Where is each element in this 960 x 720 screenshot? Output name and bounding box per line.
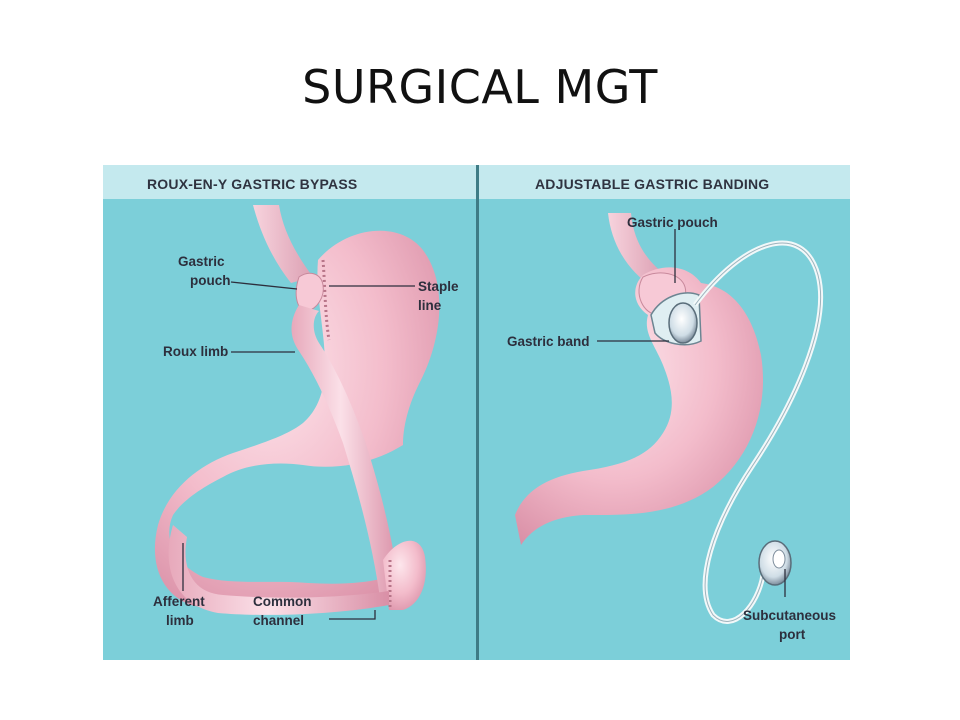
band-buckle xyxy=(668,302,698,344)
leader-common-channel xyxy=(329,610,376,620)
left-panel-heading: ROUX-EN-Y GASTRIC BYPASS xyxy=(147,176,357,192)
label-roux-limb: Roux limb xyxy=(163,344,228,359)
esophagus-right xyxy=(608,213,663,280)
label-gastric-pouch-left-2: pouch xyxy=(190,273,231,288)
common-channel xyxy=(383,540,426,610)
afferent-limb xyxy=(168,525,389,615)
label-gastric-pouch-right: Gastric pouch xyxy=(627,215,718,230)
label-subcutaneous-port-2: port xyxy=(779,627,806,642)
gastric-banding-illustration xyxy=(515,213,824,624)
band-tubing-outline xyxy=(694,242,822,622)
label-gastric-pouch-left-1: Gastric xyxy=(178,254,225,269)
label-common-channel-2: channel xyxy=(253,613,304,628)
surgery-illustration: ROUX-EN-Y GASTRIC BYPASS ADJUSTABLE GAST… xyxy=(103,165,850,660)
panel-divider xyxy=(476,165,479,660)
label-gastric-band: Gastric band xyxy=(507,334,590,349)
label-staple-line-2: line xyxy=(418,298,442,313)
right-panel-heading: ADJUSTABLE GASTRIC BANDING xyxy=(535,176,769,192)
esophagus-left xyxy=(253,205,313,283)
label-common-channel-1: Common xyxy=(253,594,312,609)
roux-en-y-illustration xyxy=(154,205,440,615)
port-septum xyxy=(772,549,786,569)
label-subcutaneous-port-1: Subcutaneous xyxy=(743,608,836,623)
staple-line xyxy=(321,259,331,341)
surgery-figure: ROUX-EN-Y GASTRIC BYPASS ADJUSTABLE GAST… xyxy=(103,165,850,660)
slide-title: SURGICAL MGT xyxy=(302,60,658,114)
label-afferent-limb-1: Afferent xyxy=(153,594,205,609)
gastric-pouch-left xyxy=(295,272,324,312)
right-panel-background xyxy=(479,165,850,660)
label-staple-line-1: Staple xyxy=(418,279,459,294)
leader-gastric-pouch-left xyxy=(230,281,298,290)
right-header-band xyxy=(479,165,850,199)
roux-limb xyxy=(291,305,401,605)
left-header-band xyxy=(103,165,476,199)
bypassed-stomach xyxy=(154,230,440,612)
label-afferent-limb-2: limb xyxy=(166,613,194,628)
